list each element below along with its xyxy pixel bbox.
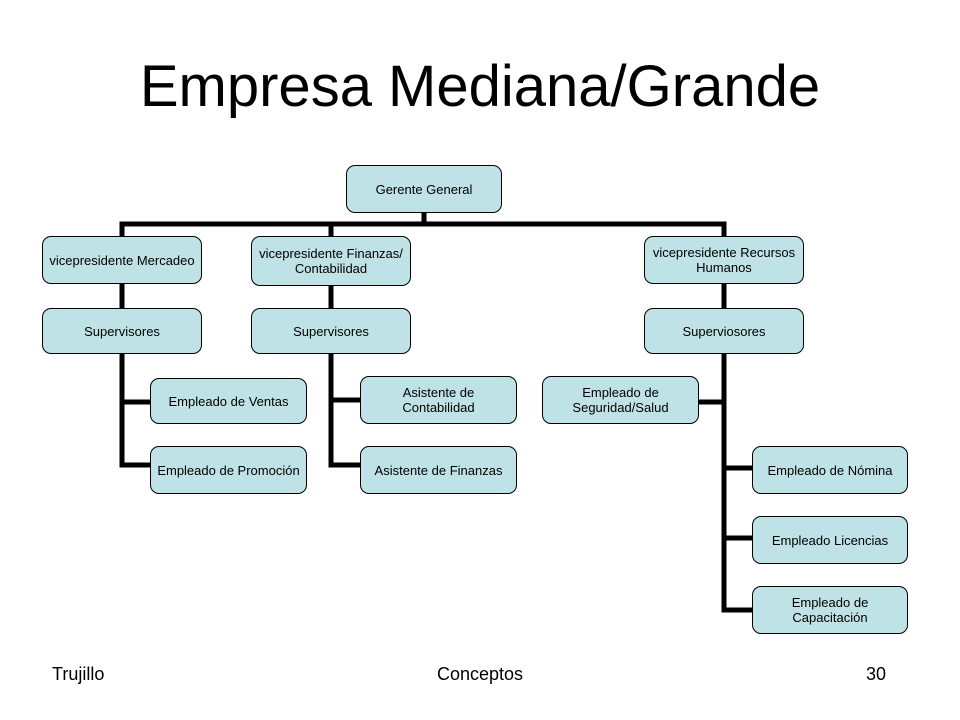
footer-topic: Conceptos <box>436 664 524 684</box>
node-supervisores-finanzas: Supervisores <box>251 308 411 354</box>
node-asistente-contabilidad: Asistente de Contabilidad <box>360 376 517 424</box>
connector-finanzas-employees <box>328 351 363 468</box>
connector-rrhh-employees <box>697 351 755 613</box>
node-empleado-ventas: Empleado de Ventas <box>150 378 307 424</box>
node-vicepresidente-recursos-humanos: vicepresidente Recursos Humanos <box>644 236 804 284</box>
node-vicepresidente-finanzas: vicepresidente Finanzas/ Contabilidad <box>251 236 411 286</box>
node-vicepresidente-mercadeo: vicepresidente Mercadeo <box>42 236 202 284</box>
footer-page-number: 30 <box>866 664 887 684</box>
node-empleado-licencias: Empleado Licencias <box>752 516 908 564</box>
node-supervisores-rrhh: Superviosores <box>644 308 804 354</box>
footer-author: Trujillo <box>52 664 105 684</box>
connector-mercadeo-employees <box>119 351 153 468</box>
node-empleado-capacitacion: Empleado de Capacitación <box>752 586 908 634</box>
node-empleado-nomina: Empleado de Nómina <box>752 446 908 494</box>
node-empleado-seguridad-salud: Empleado de Seguridad/Salud <box>542 376 699 424</box>
node-gerente-general: Gerente General <box>346 165 502 213</box>
node-asistente-finanzas: Asistente de Finanzas <box>360 446 517 494</box>
node-empleado-promocion: Empleado de Promoción <box>150 446 307 494</box>
node-supervisores-mercadeo: Supervisores <box>42 308 202 354</box>
slide-title: Empresa Mediana/Grande <box>139 54 821 119</box>
